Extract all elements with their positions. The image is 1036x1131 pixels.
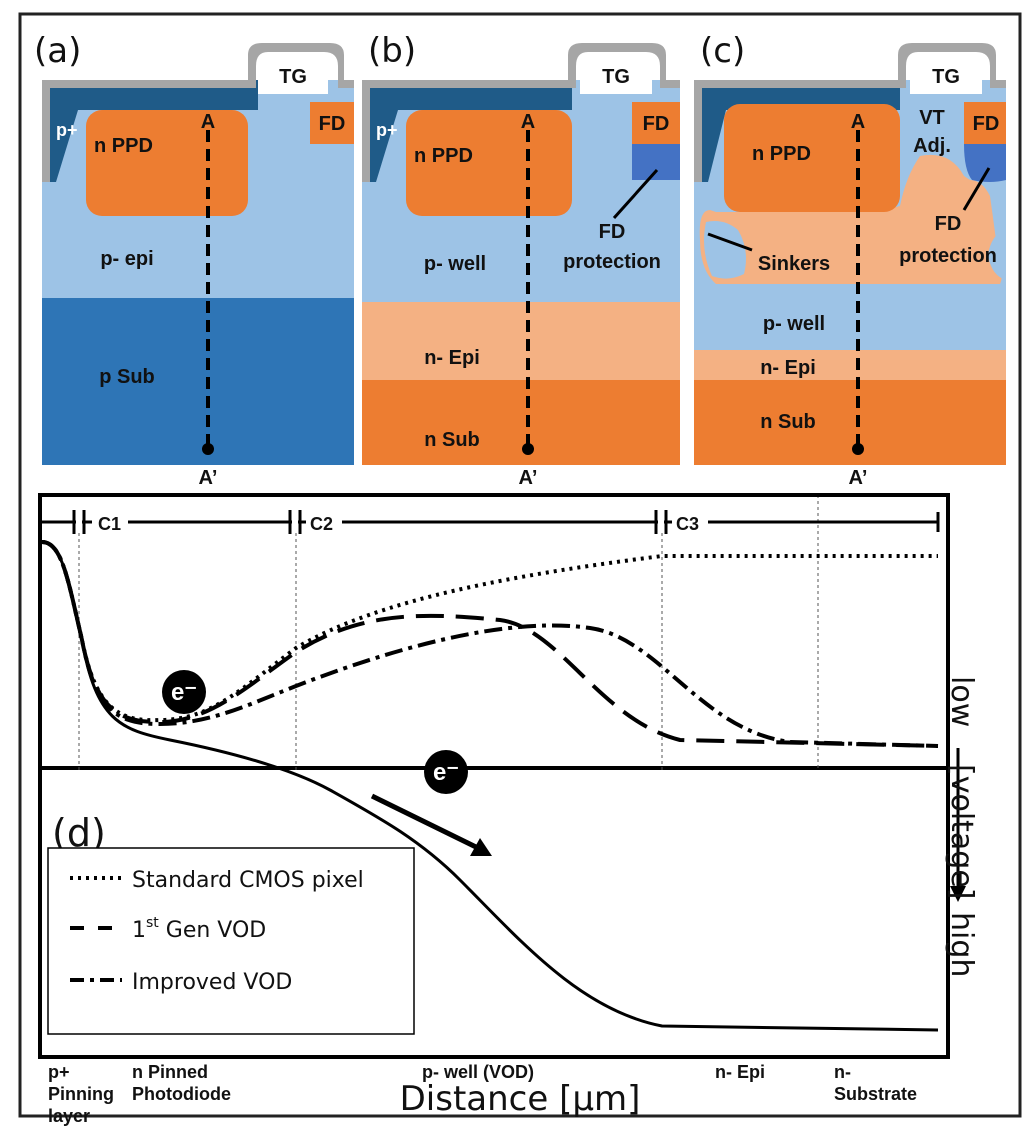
fd-protection-label-2: protection [563, 251, 661, 273]
region-ppd-1: n Pinned [132, 1062, 208, 1082]
region-nepi: n- Epi [715, 1062, 765, 1082]
pplus-label-a: p+ [56, 120, 78, 140]
electron-trapped [162, 670, 206, 714]
n-sub-layer [694, 380, 1006, 465]
plot-border [38, 493, 950, 1059]
a-bottom-label-c: A’ [849, 467, 868, 489]
fd-region [964, 102, 1006, 144]
ppd-region [724, 104, 900, 212]
a-top-label: A [201, 111, 215, 133]
y-axis-low: low [944, 676, 979, 727]
cut-end-dot-c [852, 443, 864, 455]
n-epi-layer [362, 302, 680, 380]
a-top-label-b: A [521, 111, 535, 133]
fd-protection-region [632, 144, 680, 180]
tg-box [258, 58, 328, 94]
ppd-region [406, 110, 572, 216]
panel-a-tag: (a) [34, 31, 81, 71]
ppd-region [86, 110, 248, 216]
electron-trapped-label: e⁻ [171, 679, 197, 706]
pplus-region [42, 80, 258, 182]
fd-region [310, 102, 354, 144]
legend-label-1st-gen: 1st Gen VOD [132, 915, 266, 943]
cut-end-dot-a [202, 443, 214, 455]
region-pplus-1: p+ [48, 1062, 70, 1082]
region-ppd-2: Photodiode [132, 1084, 231, 1104]
region-pwell: p- well (VOD) [422, 1062, 534, 1082]
tg-box [910, 58, 982, 94]
tg-label-b: TG [602, 66, 630, 88]
tg-label-c: TG [932, 66, 960, 88]
a-top-label-c: A [851, 111, 865, 133]
fd-label-c: FD [973, 113, 1000, 135]
sinker-gap-right [988, 228, 1006, 280]
sinker-region [699, 154, 1003, 284]
legend-label-improved: Improved VOD [132, 970, 292, 995]
drift-arrow-shaft [370, 793, 480, 851]
layer1-label-a: p- epi [100, 248, 153, 270]
ppd-label-c: n PPD [752, 143, 811, 165]
sinker-pointer [707, 232, 753, 252]
legend-label-standard: Standard CMOS pixel [132, 868, 364, 893]
panel-c: (c) TG FD VT Adj. n PPD A Sinkers FD pro… [694, 31, 1006, 489]
tg-label-a: TG [279, 66, 307, 88]
n-epi-layer [694, 350, 1006, 380]
c2-label: C2 [310, 514, 333, 534]
fd-protection-pointer [612, 168, 659, 220]
ppd-label-b: n PPD [414, 145, 473, 167]
c3-label: C3 [676, 514, 699, 534]
panel-c-tag: (c) [700, 31, 745, 71]
a-bottom-label: A’ [199, 467, 218, 489]
layer3-label-c: n Sub [760, 411, 816, 433]
layer3-label-b: n Sub [424, 429, 480, 451]
layer2-label-a: p Sub [99, 366, 155, 388]
fd-protection-label-1: FD [599, 221, 626, 243]
layer2-label-c: n- Epi [760, 357, 816, 379]
fd-protection-pointer-c [962, 167, 991, 211]
y-axis-high: high [944, 912, 979, 977]
fd-label-b: FD [643, 113, 670, 135]
pplus-label-b: p+ [376, 120, 398, 140]
layer1-label-b: p- well [424, 253, 486, 275]
x-axis-label: Distance [µm] [400, 1079, 641, 1119]
drift-arrow-head [470, 838, 492, 856]
panel-a: (a) TG FD p+ n PPD A p- epi p Sub A’ [34, 31, 354, 489]
c1-label: C1 [98, 514, 121, 534]
electron-drift [424, 750, 468, 794]
fd-protection-region [964, 144, 1006, 182]
cut-end-dot-b [522, 443, 534, 455]
pplus-region [362, 80, 572, 182]
tg-box [580, 58, 652, 94]
legend-box [47, 847, 415, 1035]
curve-vod-operation [41, 540, 939, 1032]
electron-drift-label: e⁻ [433, 759, 459, 786]
fd-region [632, 102, 680, 144]
curve-1st-gen-vod [41, 540, 939, 748]
fd-protection-label-c2: protection [899, 245, 997, 267]
voltage-arrow-head [950, 886, 966, 902]
sinkers-label: Sinkers [758, 253, 830, 275]
p-sub-layer [42, 298, 354, 465]
fd-protection-label-c1: FD [935, 213, 962, 235]
layer2-label-b: n- Epi [424, 347, 480, 369]
a-bottom-label-b: A’ [519, 467, 538, 489]
region-pplus-3: layer [48, 1106, 90, 1126]
layer1-label-c: p- well [763, 313, 825, 335]
panel-b: (b) TG FD p+ n PPD A FD protection p- we… [362, 31, 680, 489]
vt-adj-label-2: Adj. [913, 135, 951, 157]
n-sub-layer [362, 380, 680, 465]
y-axis-label: [voltage] [944, 764, 979, 900]
vt-adj-label-1: VT [919, 107, 945, 129]
region-pplus-2: Pinning [48, 1084, 114, 1104]
panel-b-tag: (b) [368, 31, 416, 71]
fd-label-a: FD [319, 113, 346, 135]
region-nsub-1: n- [834, 1062, 851, 1082]
region-nsub-2: Substrate [834, 1084, 917, 1104]
panel-d: C1 C2 C3 e⁻ e⁻ (d) Standard CMOS pixel 1… [38, 493, 979, 1126]
ppd-label-a: n PPD [94, 135, 153, 157]
